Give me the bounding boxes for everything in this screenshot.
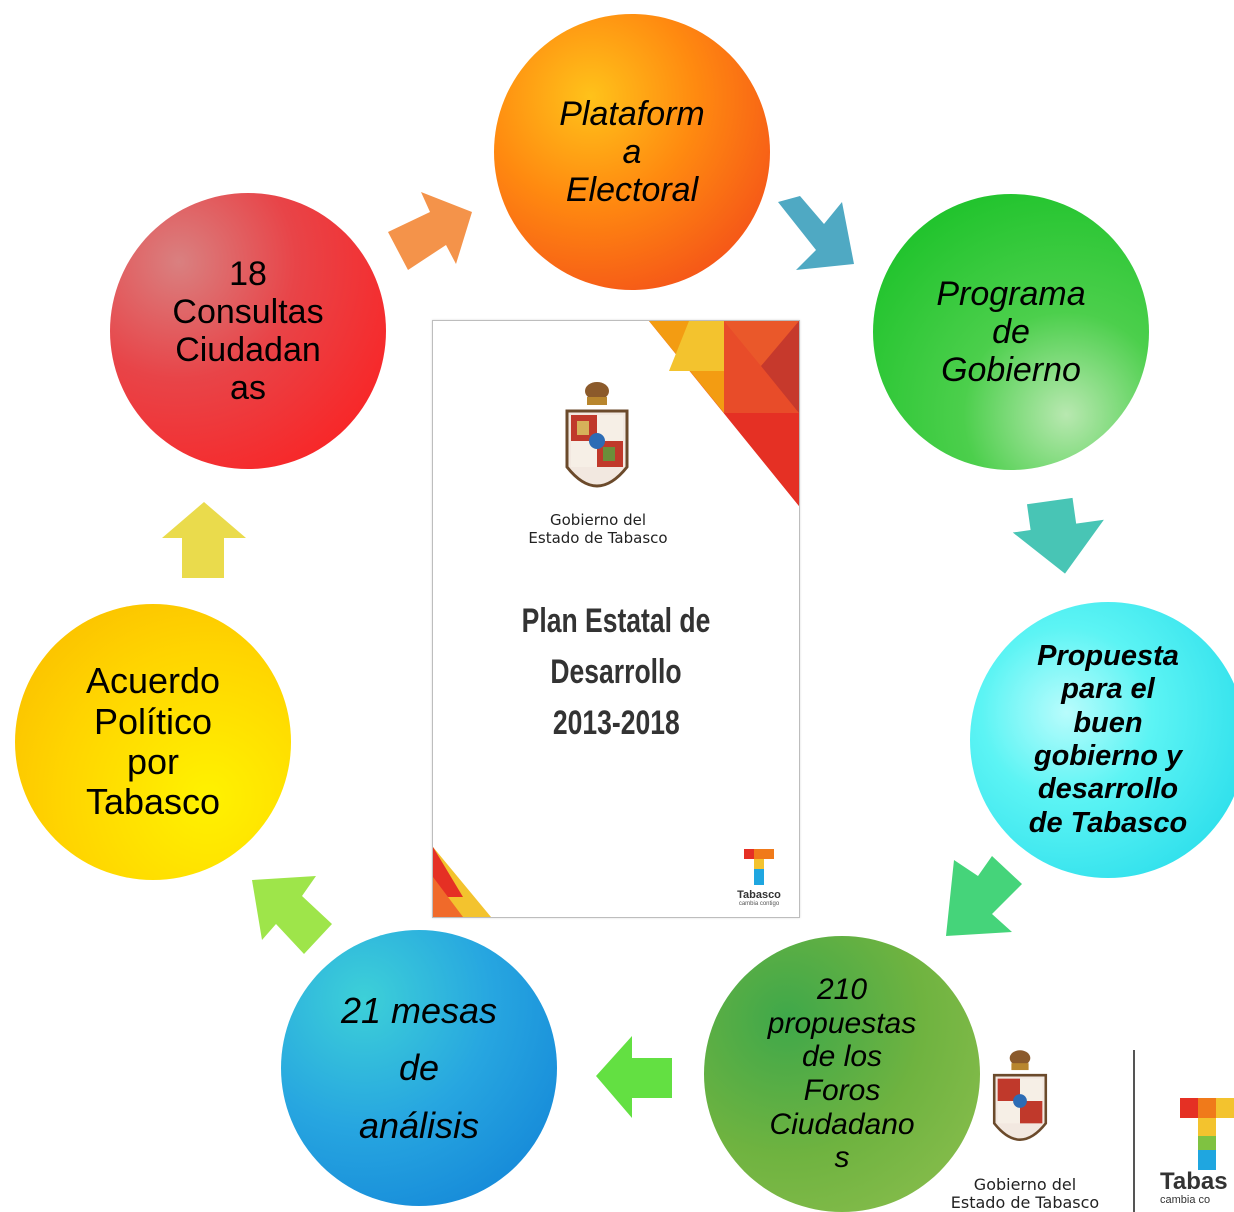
arrow-icon bbox=[596, 1036, 672, 1118]
footer-brand: Tabas cambia co bbox=[1160, 1170, 1234, 1212]
plan-title: Plan Estatal de Desarrollo 2013-2018 bbox=[433, 596, 799, 749]
node-label: 210 propuestas de los Foros Ciudadano s bbox=[767, 973, 917, 1175]
decorative-triangles bbox=[649, 321, 799, 506]
node-label: Acuerdo Político por Tabasco bbox=[85, 660, 221, 823]
arrow-icon bbox=[946, 856, 1022, 936]
node-acuerdo-politico: Acuerdo Político por Tabasco bbox=[15, 604, 291, 880]
footer-government-name: Gobierno del Estado de Tabasco bbox=[950, 1176, 1100, 1212]
tabasco-brand-name: Tabasco bbox=[737, 889, 781, 901]
footer-brand-tagline: cambia co bbox=[1160, 1194, 1211, 1206]
plan-title-line-1: Plan Estatal de Desarrollo bbox=[521, 602, 711, 691]
coat-of-arms-icon bbox=[565, 382, 629, 488]
arrow-icon bbox=[162, 502, 246, 578]
tabasco-brand-logo: Tabasco cambia contigo bbox=[729, 849, 789, 907]
tabasco-t-icon bbox=[1180, 1098, 1234, 1170]
arrow-icon bbox=[388, 192, 472, 270]
node-18-consultas: 18 Consultas Ciudadan as bbox=[110, 193, 386, 469]
footer-brand-name: Tabas bbox=[1160, 1170, 1228, 1195]
node-label: 21 mesas de análisis bbox=[340, 989, 498, 1146]
plan-document-cover: Gobierno del Estado de Tabasco Plan Esta… bbox=[432, 320, 800, 918]
government-line-1: Gobierno del bbox=[550, 511, 646, 529]
node-propuesta-buen-gobierno: Propuesta para el buen gobierno y desarr… bbox=[970, 602, 1234, 878]
plan-title-line-2: 2013-2018 bbox=[552, 704, 680, 742]
arrow-icon bbox=[778, 196, 854, 270]
node-210-propuestas: 210 propuestas de los Foros Ciudadano s bbox=[704, 936, 980, 1212]
footer-government-line-2: Estado de Tabasco bbox=[950, 1192, 1100, 1212]
node-label: Programa de Gobierno bbox=[936, 274, 1086, 390]
node-21-mesas: 21 mesas de análisis bbox=[281, 930, 557, 1206]
node-label: 18 Consultas Ciudadan as bbox=[172, 254, 324, 408]
tabasco-brand-tagline: cambia contigo bbox=[738, 901, 780, 907]
government-name: Gobierno del Estado de Tabasco bbox=[523, 511, 673, 547]
node-label: Plataform a Electoral bbox=[559, 94, 705, 210]
footer-divider bbox=[1133, 1050, 1135, 1212]
arrow-icon bbox=[252, 876, 332, 954]
government-line-2: Estado de Tabasco bbox=[528, 529, 668, 547]
node-plataforma-electoral: Plataform a Electoral bbox=[494, 14, 770, 290]
node-label: Propuesta para el buen gobierno y desarr… bbox=[1028, 639, 1188, 839]
decorative-triangles bbox=[433, 847, 491, 917]
node-programa-gobierno: Programa de Gobierno bbox=[873, 194, 1149, 470]
tabasco-t-icon bbox=[744, 849, 774, 885]
arrow-icon bbox=[1012, 497, 1104, 574]
coat-of-arms-icon bbox=[992, 1050, 1048, 1141]
footer-government-line-1: Gobierno del bbox=[973, 1176, 1077, 1194]
